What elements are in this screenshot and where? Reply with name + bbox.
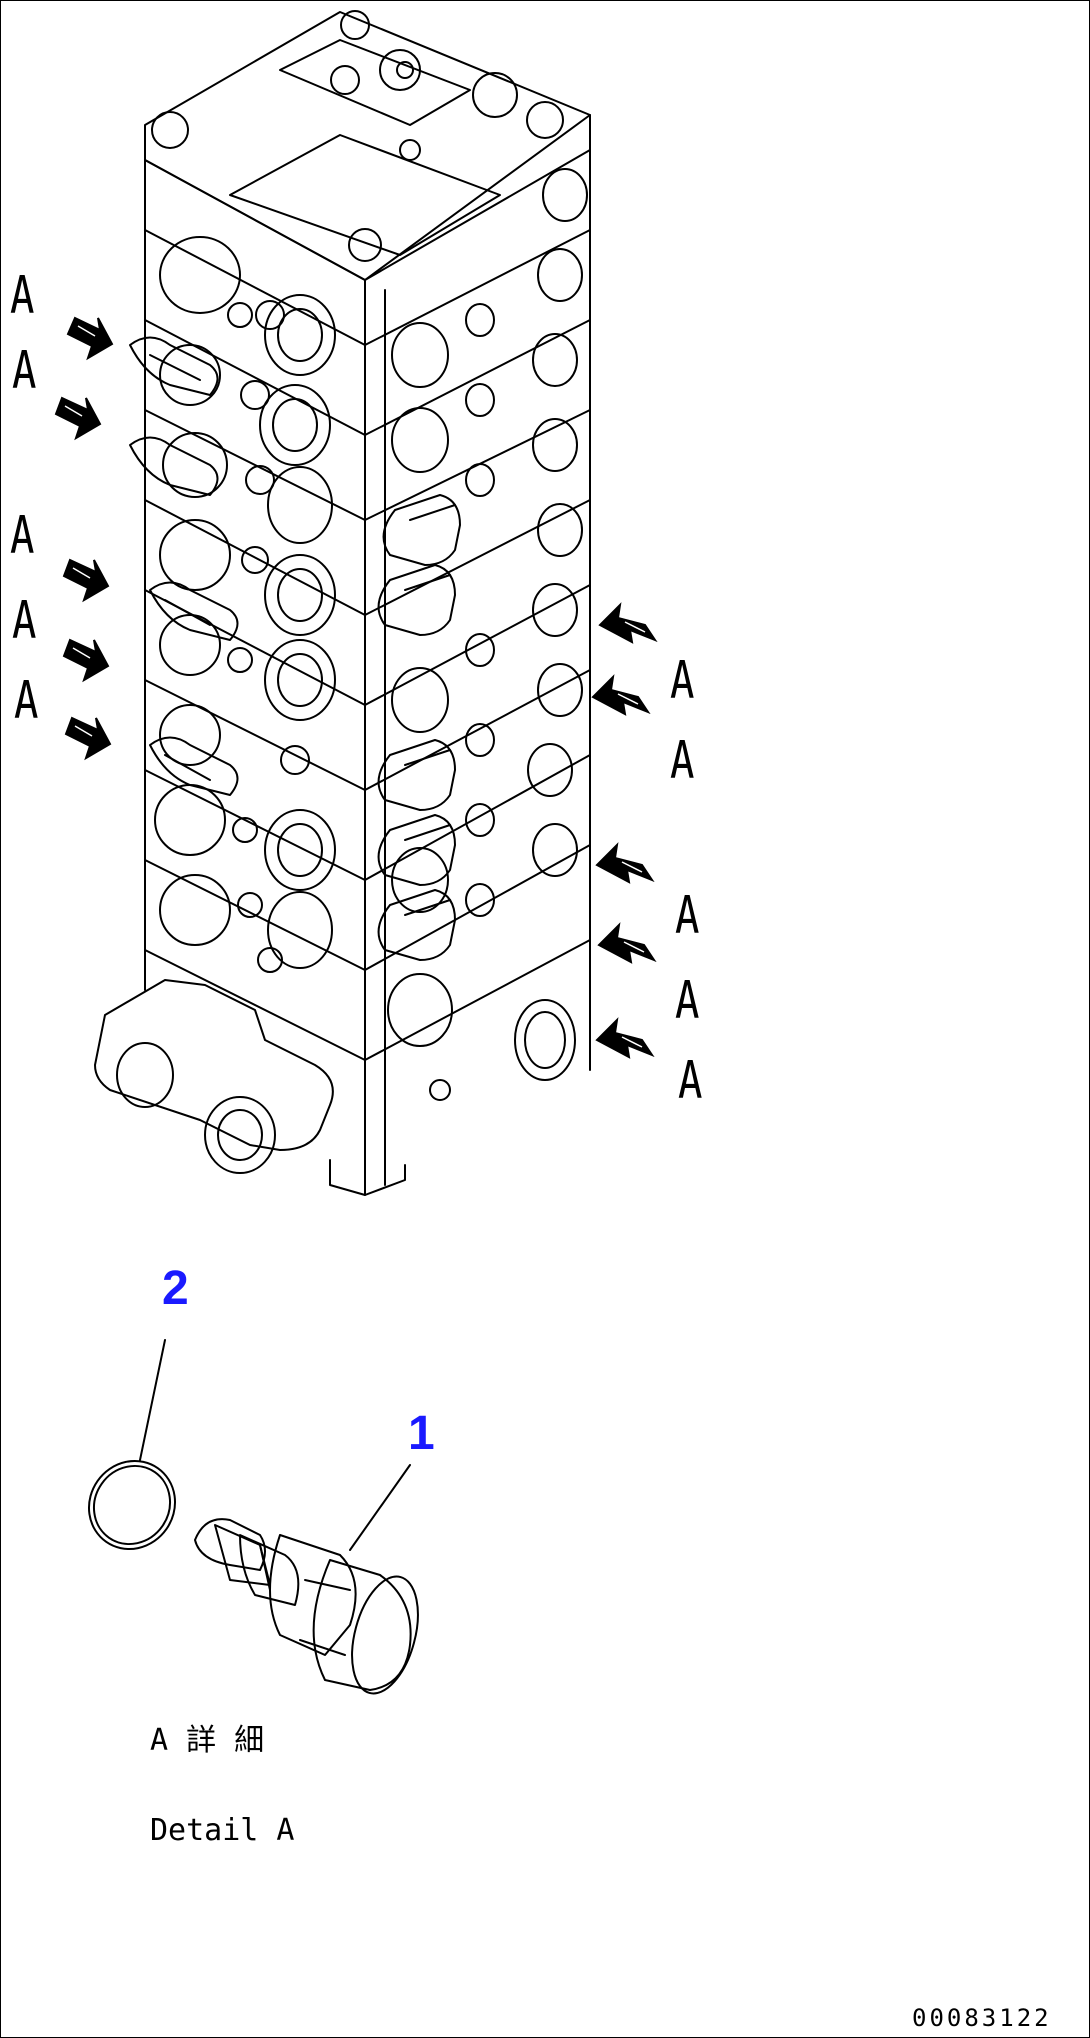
caption-japanese: A 詳 細: [150, 1723, 265, 1758]
valve-body-outline: [144, 149, 591, 1196]
right-face-sections: [364, 229, 591, 1061]
left-label-a-3: A: [10, 506, 35, 566]
right-arrow-3: [595, 842, 655, 884]
caption-english: Detail A: [150, 1813, 295, 1848]
right-label-a-3: A: [675, 886, 700, 946]
relief-valve-part: [194, 1518, 419, 1695]
right-label-a-1: A: [670, 651, 695, 711]
right-label-a-4: A: [675, 971, 700, 1031]
right-arrow-5: [595, 1017, 655, 1059]
callout-1-leader: [349, 1464, 411, 1551]
left-face-ports: [154, 236, 336, 973]
left-face-plugs: [129, 336, 239, 796]
right-label-a-5: A: [678, 1051, 703, 1111]
callout-2-label: 2: [162, 1262, 189, 1315]
left-arrow-4: [62, 638, 110, 683]
callout-2-leader: [139, 1339, 166, 1461]
left-arrow-5: [64, 716, 112, 761]
left-label-a-4: A: [12, 591, 37, 651]
figure-number: 00083122: [912, 2004, 1052, 2032]
left-arrow-3: [62, 558, 110, 603]
left-label-a-1: A: [10, 266, 35, 326]
left-label-a-2: A: [12, 341, 37, 401]
right-arrow-2: [591, 674, 651, 716]
right-arrow-1: [598, 602, 658, 644]
left-arrow-1: [66, 316, 114, 361]
valve-top-face: [144, 10, 591, 281]
left-label-a-5: A: [14, 671, 39, 731]
right-face-ports: [387, 168, 588, 1101]
right-label-a-2: A: [670, 731, 695, 791]
o-ring-part: [87, 1459, 177, 1551]
right-face-plugs: [377, 494, 461, 961]
valve-base-flange: [94, 979, 406, 1196]
callout-1-label: 1: [408, 1407, 435, 1460]
left-arrow-2: [54, 396, 102, 441]
detail-arrows: [54, 316, 658, 1059]
right-arrow-4: [597, 922, 657, 964]
